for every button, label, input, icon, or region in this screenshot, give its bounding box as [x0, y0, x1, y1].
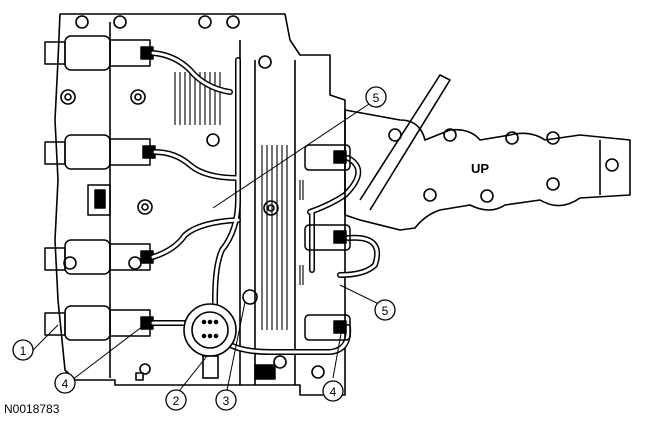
callout-2-label: 2	[173, 394, 180, 408]
callout-4-right-label: 4	[330, 385, 337, 399]
wiring-harness	[150, 50, 381, 355]
callout-2: 2	[165, 389, 187, 411]
callout-5-top: 5	[365, 86, 387, 108]
leader-lines	[32, 99, 384, 396]
cover-up-label: UP	[471, 161, 489, 176]
bellows-ribs	[174, 72, 304, 330]
callout-5-top-label: 5	[373, 91, 380, 105]
left-solenoid-stack	[44, 35, 156, 341]
right-solenoid-stack	[254, 144, 351, 380]
callout-1-label: 1	[20, 344, 27, 358]
central-connector	[183, 303, 237, 379]
cover-plate	[344, 74, 631, 231]
callout-4-right: 4	[322, 380, 344, 402]
callout-4-left: 4	[54, 372, 76, 394]
callout-3-label: 3	[223, 394, 230, 408]
callout-4-left-label: 4	[62, 377, 69, 391]
callout-5-bottom: 5	[374, 299, 396, 321]
wiring-harness-inner	[151, 51, 379, 354]
callout-3: 3	[215, 389, 237, 411]
callout-5-bottom-label: 5	[382, 304, 389, 318]
figure-id: N0018783	[4, 402, 60, 416]
callout-1: 1	[12, 339, 34, 361]
